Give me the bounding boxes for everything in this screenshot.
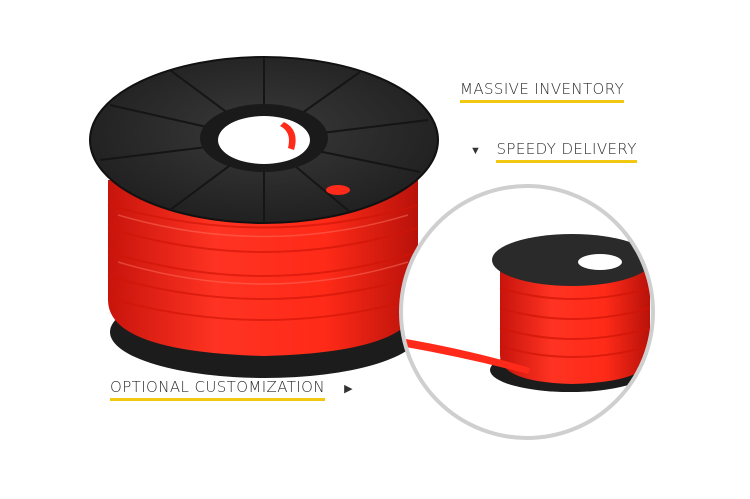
- main-spool: [89, 56, 439, 378]
- optional-customization-text: OPTIONAL CUSTOMIZATION: [110, 378, 325, 401]
- triangle-right-icon: ▶: [344, 382, 353, 395]
- massive-inventory-label: MASSIVE INVENTORY: [460, 80, 625, 103]
- triangle-down-icon: ▼: [470, 144, 482, 157]
- optional-customization-label: OPTIONAL CUSTOMIZATION ▶: [110, 378, 353, 401]
- zoom-circle: [399, 184, 655, 440]
- speedy-delivery-label: ▼ SPEEDY DELIVERY: [470, 140, 637, 163]
- speedy-delivery-text: SPEEDY DELIVERY: [496, 140, 637, 163]
- massive-inventory-text: MASSIVE INVENTORY: [460, 80, 625, 103]
